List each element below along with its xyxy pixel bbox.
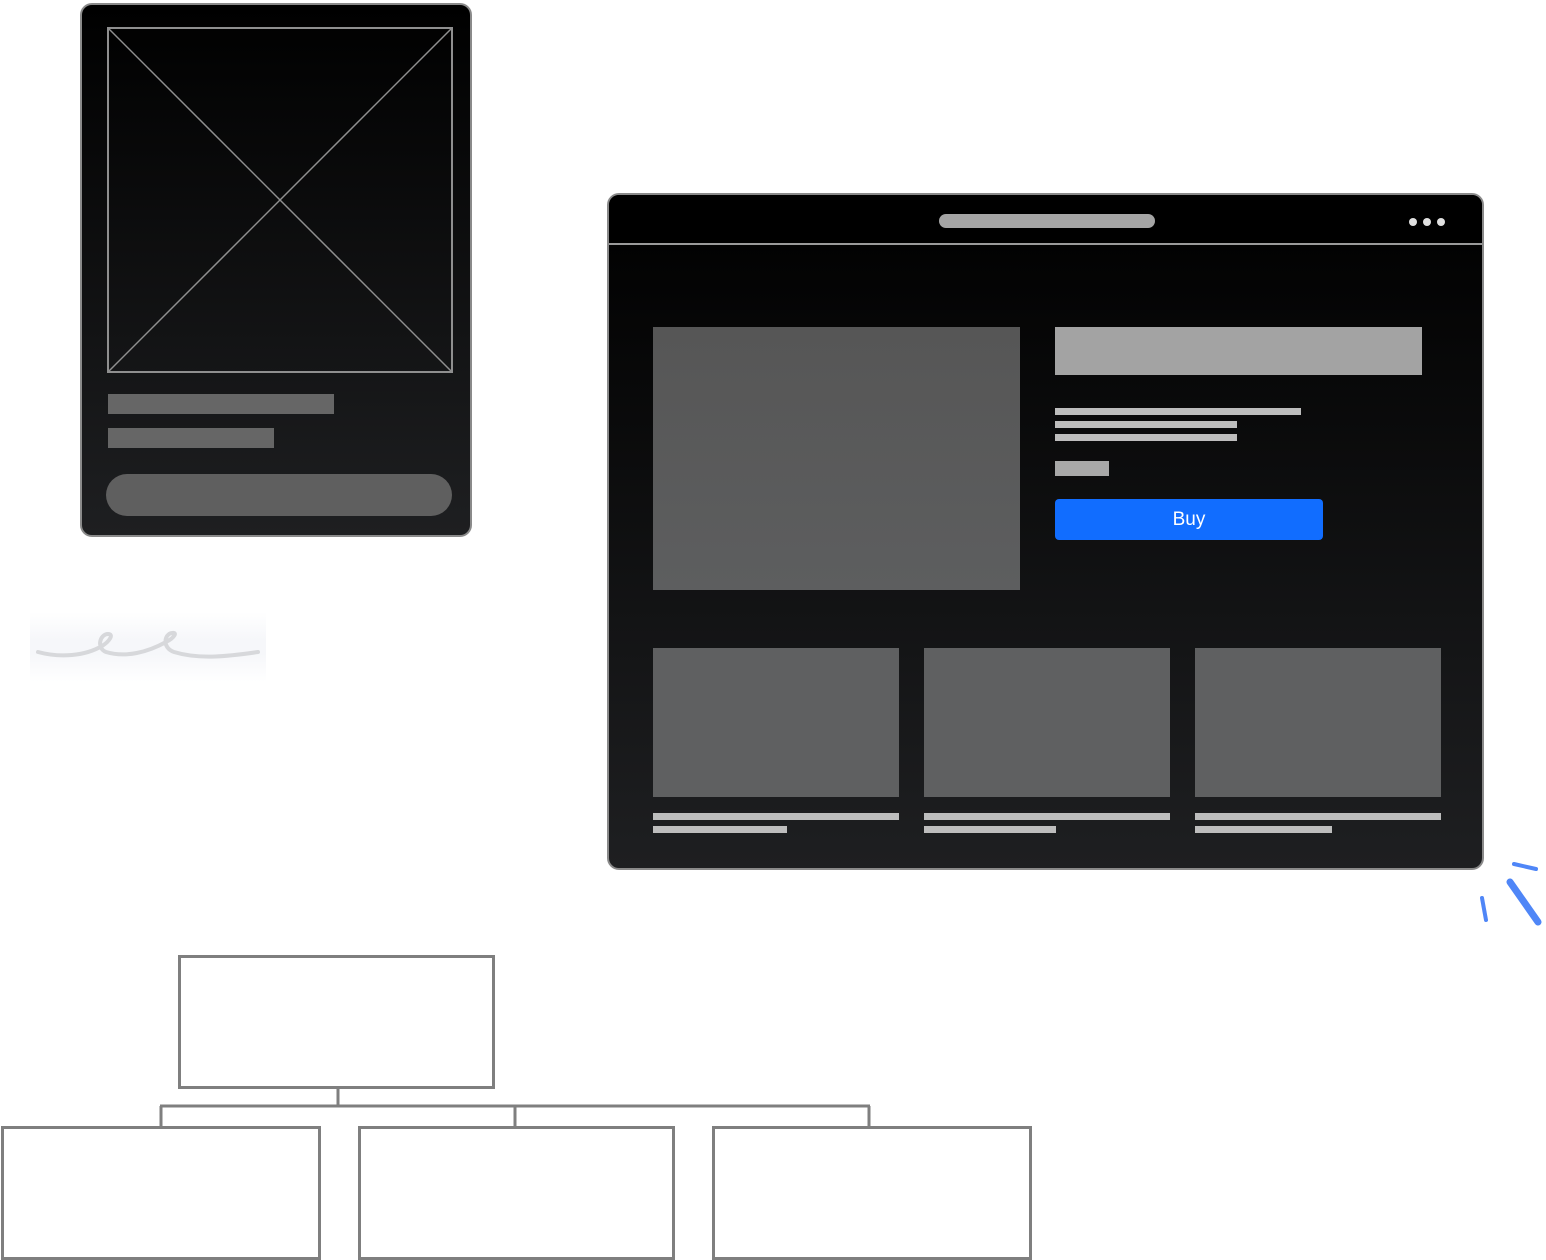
browser-window-wireframe: Buy bbox=[607, 193, 1484, 870]
hierarchy-child-node bbox=[712, 1126, 1032, 1260]
related-product-subtitle-line bbox=[653, 826, 787, 833]
related-product-tile[interactable] bbox=[924, 648, 1170, 797]
more-horizontal-icon[interactable] bbox=[1409, 217, 1445, 227]
related-product-title-line bbox=[924, 813, 1170, 820]
related-product-title-line bbox=[1195, 813, 1441, 820]
browser-title-bar bbox=[609, 195, 1482, 245]
squiggle-decoration bbox=[30, 612, 266, 682]
related-product-subtitle-line bbox=[924, 826, 1056, 833]
related-product-tile[interactable] bbox=[653, 648, 899, 797]
menu-dot bbox=[1423, 218, 1431, 226]
sparkle-icon bbox=[1480, 862, 1542, 926]
product-price-placeholder bbox=[1055, 461, 1109, 476]
related-product-tile[interactable] bbox=[1195, 648, 1441, 797]
card-action-button-placeholder[interactable] bbox=[106, 474, 452, 516]
address-bar[interactable] bbox=[939, 214, 1155, 228]
buy-button[interactable]: Buy bbox=[1055, 499, 1323, 540]
card-subtitle-placeholder bbox=[108, 428, 274, 448]
image-placeholder-icon bbox=[107, 27, 453, 373]
mobile-card-wireframe bbox=[80, 3, 472, 537]
hierarchy-child-node bbox=[358, 1126, 675, 1260]
squiggle-icon bbox=[36, 630, 260, 659]
related-product-subtitle-line bbox=[1195, 826, 1332, 833]
product-title-placeholder bbox=[1055, 327, 1422, 375]
menu-dot bbox=[1409, 218, 1417, 226]
product-description-line bbox=[1055, 421, 1237, 428]
related-product-title-line bbox=[653, 813, 899, 820]
product-description-line bbox=[1055, 434, 1237, 441]
product-description-line bbox=[1055, 408, 1301, 415]
product-image-placeholder bbox=[653, 327, 1020, 590]
menu-dot bbox=[1437, 218, 1445, 226]
hierarchy-child-node bbox=[1, 1126, 321, 1260]
hierarchy-root-node bbox=[178, 955, 495, 1089]
card-title-placeholder bbox=[108, 394, 334, 414]
